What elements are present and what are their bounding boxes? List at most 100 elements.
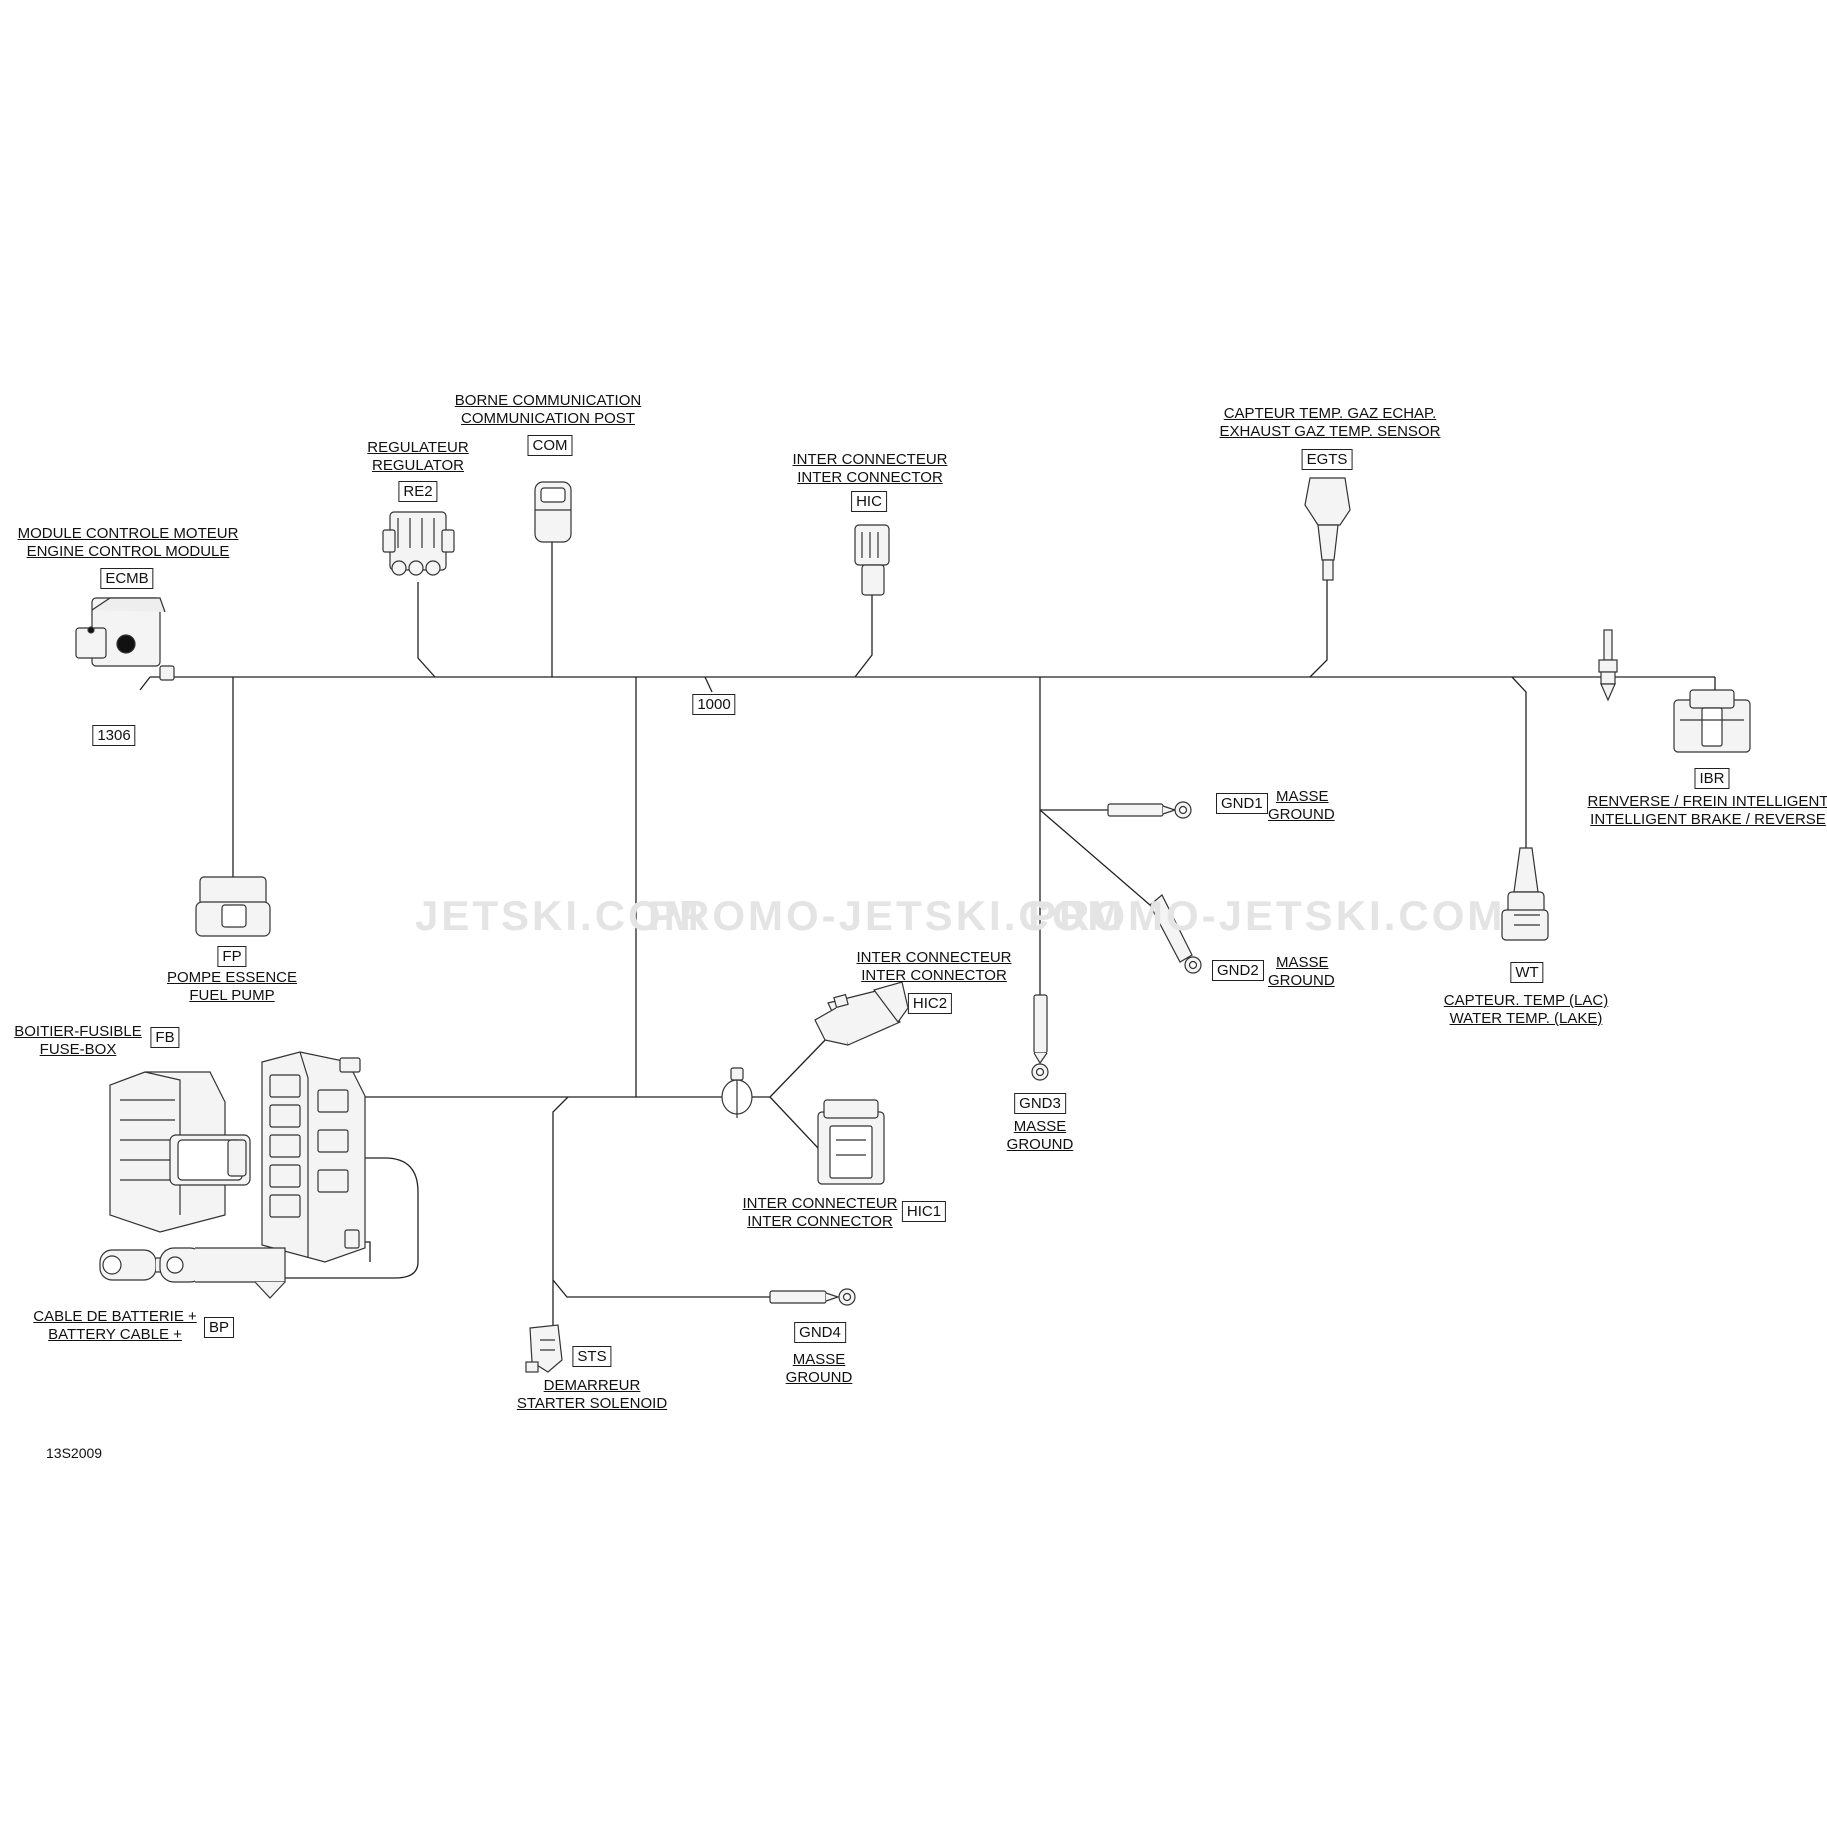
fp-label-fr: POMPE ESSENCE — [166, 969, 298, 986]
hic2-label: INTER CONNECTEUR INTER CONNECTOR — [856, 949, 1011, 985]
ecmb-label: MODULE CONTROLE MOTEUR ENGINE CONTROL MO… — [18, 525, 239, 561]
hic2-label-fr: INTER CONNECTEUR — [856, 949, 1012, 966]
bp-code: BP — [203, 1317, 235, 1338]
hic2-branch-wire — [769, 1034, 831, 1098]
re2-label-en: REGULATOR — [372, 457, 464, 474]
ref-1306-code: 1306 — [92, 725, 136, 746]
fp-label-en: FUEL PUMP — [189, 987, 275, 1004]
ecmb-connector-icon — [75, 597, 175, 681]
gnd2-label-en: GROUND — [1268, 972, 1335, 989]
gnd2-label: MASSE GROUND — [1268, 954, 1335, 990]
ecmb-code: ECMB — [100, 568, 154, 589]
gnd1-label: MASSE GROUND — [1268, 788, 1335, 824]
hic2-code: HIC2 — [907, 993, 953, 1014]
hic-branch-wire — [854, 595, 873, 678]
watermark-2: PROMO-JETSKI.COM — [648, 892, 1126, 939]
sts-label-fr: DEMARREUR — [543, 1377, 641, 1394]
figure-id: 13S2009 — [46, 1445, 103, 1461]
ibr-connector-icon — [1673, 689, 1751, 753]
gnd4-label: MASSE GROUND — [786, 1351, 853, 1387]
gnd3-label-fr: MASSE — [1013, 1118, 1067, 1135]
gnd1-label-fr: MASSE — [1276, 788, 1329, 805]
gnd4-code: GND4 — [794, 1322, 846, 1343]
gnd3-label-en: GROUND — [1006, 1136, 1074, 1153]
ibr-label: RENVERSE / FREIN INTELLIGENT INTELLIGENT… — [1588, 793, 1827, 829]
ibr-label-fr: RENVERSE / FREIN INTELLIGENT — [1587, 793, 1827, 810]
re2-branch-wire — [417, 582, 436, 678]
ibr-label-en: INTELLIGENT BRAKE / REVERSE — [1590, 811, 1826, 828]
gnd4-label-fr: MASSE — [792, 1351, 846, 1368]
wt-branch-wire — [1511, 676, 1527, 848]
re2-label: REGULATEUR REGULATOR — [367, 439, 468, 475]
com-label-fr: BORNE COMMUNICATION — [454, 392, 642, 409]
gnd4-ring-terminal-icon — [769, 1288, 856, 1306]
hic1-connector-icon — [817, 1099, 885, 1185]
wt-sensor-icon — [1501, 847, 1549, 941]
hic1-label: INTER CONNECTEUR INTER CONNECTOR — [742, 1195, 897, 1231]
wt-label-en: WATER TEMP. (LAKE) — [1449, 1010, 1603, 1027]
ref-1000-code: 1000 — [692, 694, 736, 715]
watermark-1: JETSKI.COM — [415, 892, 702, 939]
hic-label: INTER CONNECTEUR INTER CONNECTOR — [792, 451, 947, 487]
sts-terminal-icon — [525, 1324, 563, 1373]
bp-label-en: BATTERY CABLE + — [48, 1326, 182, 1343]
splice-icon — [721, 1067, 753, 1118]
gnd3-label: MASSE GROUND — [1007, 1118, 1074, 1154]
sts-label-en: STARTER SOLENOID — [516, 1395, 668, 1412]
battery-cable-terminal-icon — [99, 1247, 286, 1299]
gnd1-label-en: GROUND — [1268, 806, 1335, 823]
fb-label-fr: BOITIER-FUSIBLE — [14, 1023, 142, 1040]
egts-branch-wire — [1309, 580, 1328, 678]
wt-label: CAPTEUR. TEMP (LAC) WATER TEMP. (LAKE) — [1444, 992, 1608, 1028]
egts-sensor-icon — [1304, 477, 1351, 581]
gnd2-label-fr: MASSE — [1276, 954, 1329, 971]
ibr-code: IBR — [1694, 768, 1730, 789]
fp-connector-icon — [195, 876, 271, 937]
gnd3-ring-terminal-icon — [1031, 994, 1049, 1081]
gnd2-wire — [1039, 809, 1151, 906]
ecmb-label-fr: MODULE CONTROLE MOTEUR — [17, 525, 239, 542]
com-code: COM — [527, 435, 573, 456]
fb-label-en: FUSE-BOX — [39, 1041, 117, 1058]
hic2-connector-icon — [814, 981, 909, 1046]
fb-code: FB — [150, 1027, 180, 1048]
ref-1000-leader — [704, 676, 713, 693]
ibr-probe-icon — [1598, 629, 1618, 702]
hic-label-en: INTER CONNECTOR — [797, 469, 943, 486]
sts-branch-wire — [552, 1096, 569, 1325]
hic2-label-en: INTER CONNECTOR — [861, 967, 1007, 984]
hic-label-fr: INTER CONNECTEUR — [792, 451, 948, 468]
com-label: BORNE COMMUNICATION COMMUNICATION POST — [455, 392, 641, 428]
gnd3-code: GND3 — [1014, 1093, 1066, 1114]
egts-label: CAPTEUR TEMP. GAZ ECHAP. EXHAUST GAZ TEM… — [1220, 405, 1441, 441]
hic1-branch-wire — [769, 1096, 819, 1149]
ecmb-branch-wire — [139, 676, 151, 691]
hic1-code: HIC1 — [901, 1201, 947, 1222]
gnd4-wire — [552, 1279, 770, 1298]
gnd2-code: GND2 — [1212, 960, 1264, 981]
com-connector-icon — [534, 481, 572, 543]
battery-loop-wire — [285, 1157, 419, 1279]
bp-label: CABLE DE BATTERIE + BATTERY CABLE + — [33, 1308, 197, 1344]
hic-connector-icon — [854, 524, 890, 596]
wt-code: WT — [1510, 962, 1544, 983]
hic1-label-fr: INTER CONNECTEUR — [742, 1195, 898, 1212]
egts-label-en: EXHAUST GAZ TEMP. SENSOR — [1219, 423, 1441, 440]
wt-label-fr: CAPTEUR. TEMP (LAC) — [1443, 992, 1609, 1009]
gnd1-ring-terminal-icon — [1107, 801, 1192, 819]
fuse-box-icon — [109, 1051, 366, 1263]
watermark-3: PROMO-JETSKI.COM — [1028, 892, 1506, 939]
gnd1-code: GND1 — [1216, 793, 1268, 814]
re2-connector-icon — [382, 511, 455, 576]
egts-code: EGTS — [1301, 449, 1353, 470]
egts-label-fr: CAPTEUR TEMP. GAZ ECHAP. — [1223, 405, 1437, 422]
ecmb-label-en: ENGINE CONTROL MODULE — [26, 543, 230, 560]
hic1-label-en: INTER CONNECTOR — [747, 1213, 893, 1230]
fp-label: POMPE ESSENCE FUEL PUMP — [167, 969, 297, 1005]
gnd2-ring-terminal-icon — [1149, 894, 1202, 974]
fp-code: FP — [217, 946, 247, 967]
fb-label: BOITIER-FUSIBLE FUSE-BOX — [14, 1023, 142, 1059]
re2-label-fr: REGULATEUR — [367, 439, 469, 456]
battery-loop-wire-2 — [365, 1241, 371, 1262]
